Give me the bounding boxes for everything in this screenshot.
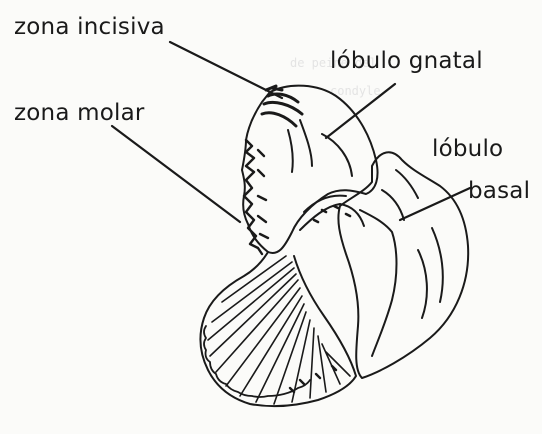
gnathal-inner-line — [288, 120, 352, 176]
basal-lobe-outline — [338, 152, 468, 378]
label-lobulo-basal-line2: basal — [468, 178, 530, 204]
gnathal-lobe-outline — [242, 86, 378, 253]
connecting-neck — [300, 196, 364, 230]
label-lobulo-basal-line1: lóbulo — [432, 136, 503, 162]
label-zona-incisiva: zona incisiva — [14, 14, 165, 40]
leader-lobulo-gnatal — [326, 84, 395, 138]
leader-lobulo-basal — [400, 188, 470, 220]
basal-lobe-edge — [418, 228, 443, 318]
fan-ribs — [208, 256, 350, 404]
leader-zona-molar — [112, 126, 240, 222]
label-zona-molar: zona molar — [14, 100, 145, 126]
molar-texture — [258, 150, 268, 238]
basal-lobe-inner — [360, 170, 418, 356]
label-lobulo-gnatal: lóbulo gnatal — [330, 48, 483, 74]
